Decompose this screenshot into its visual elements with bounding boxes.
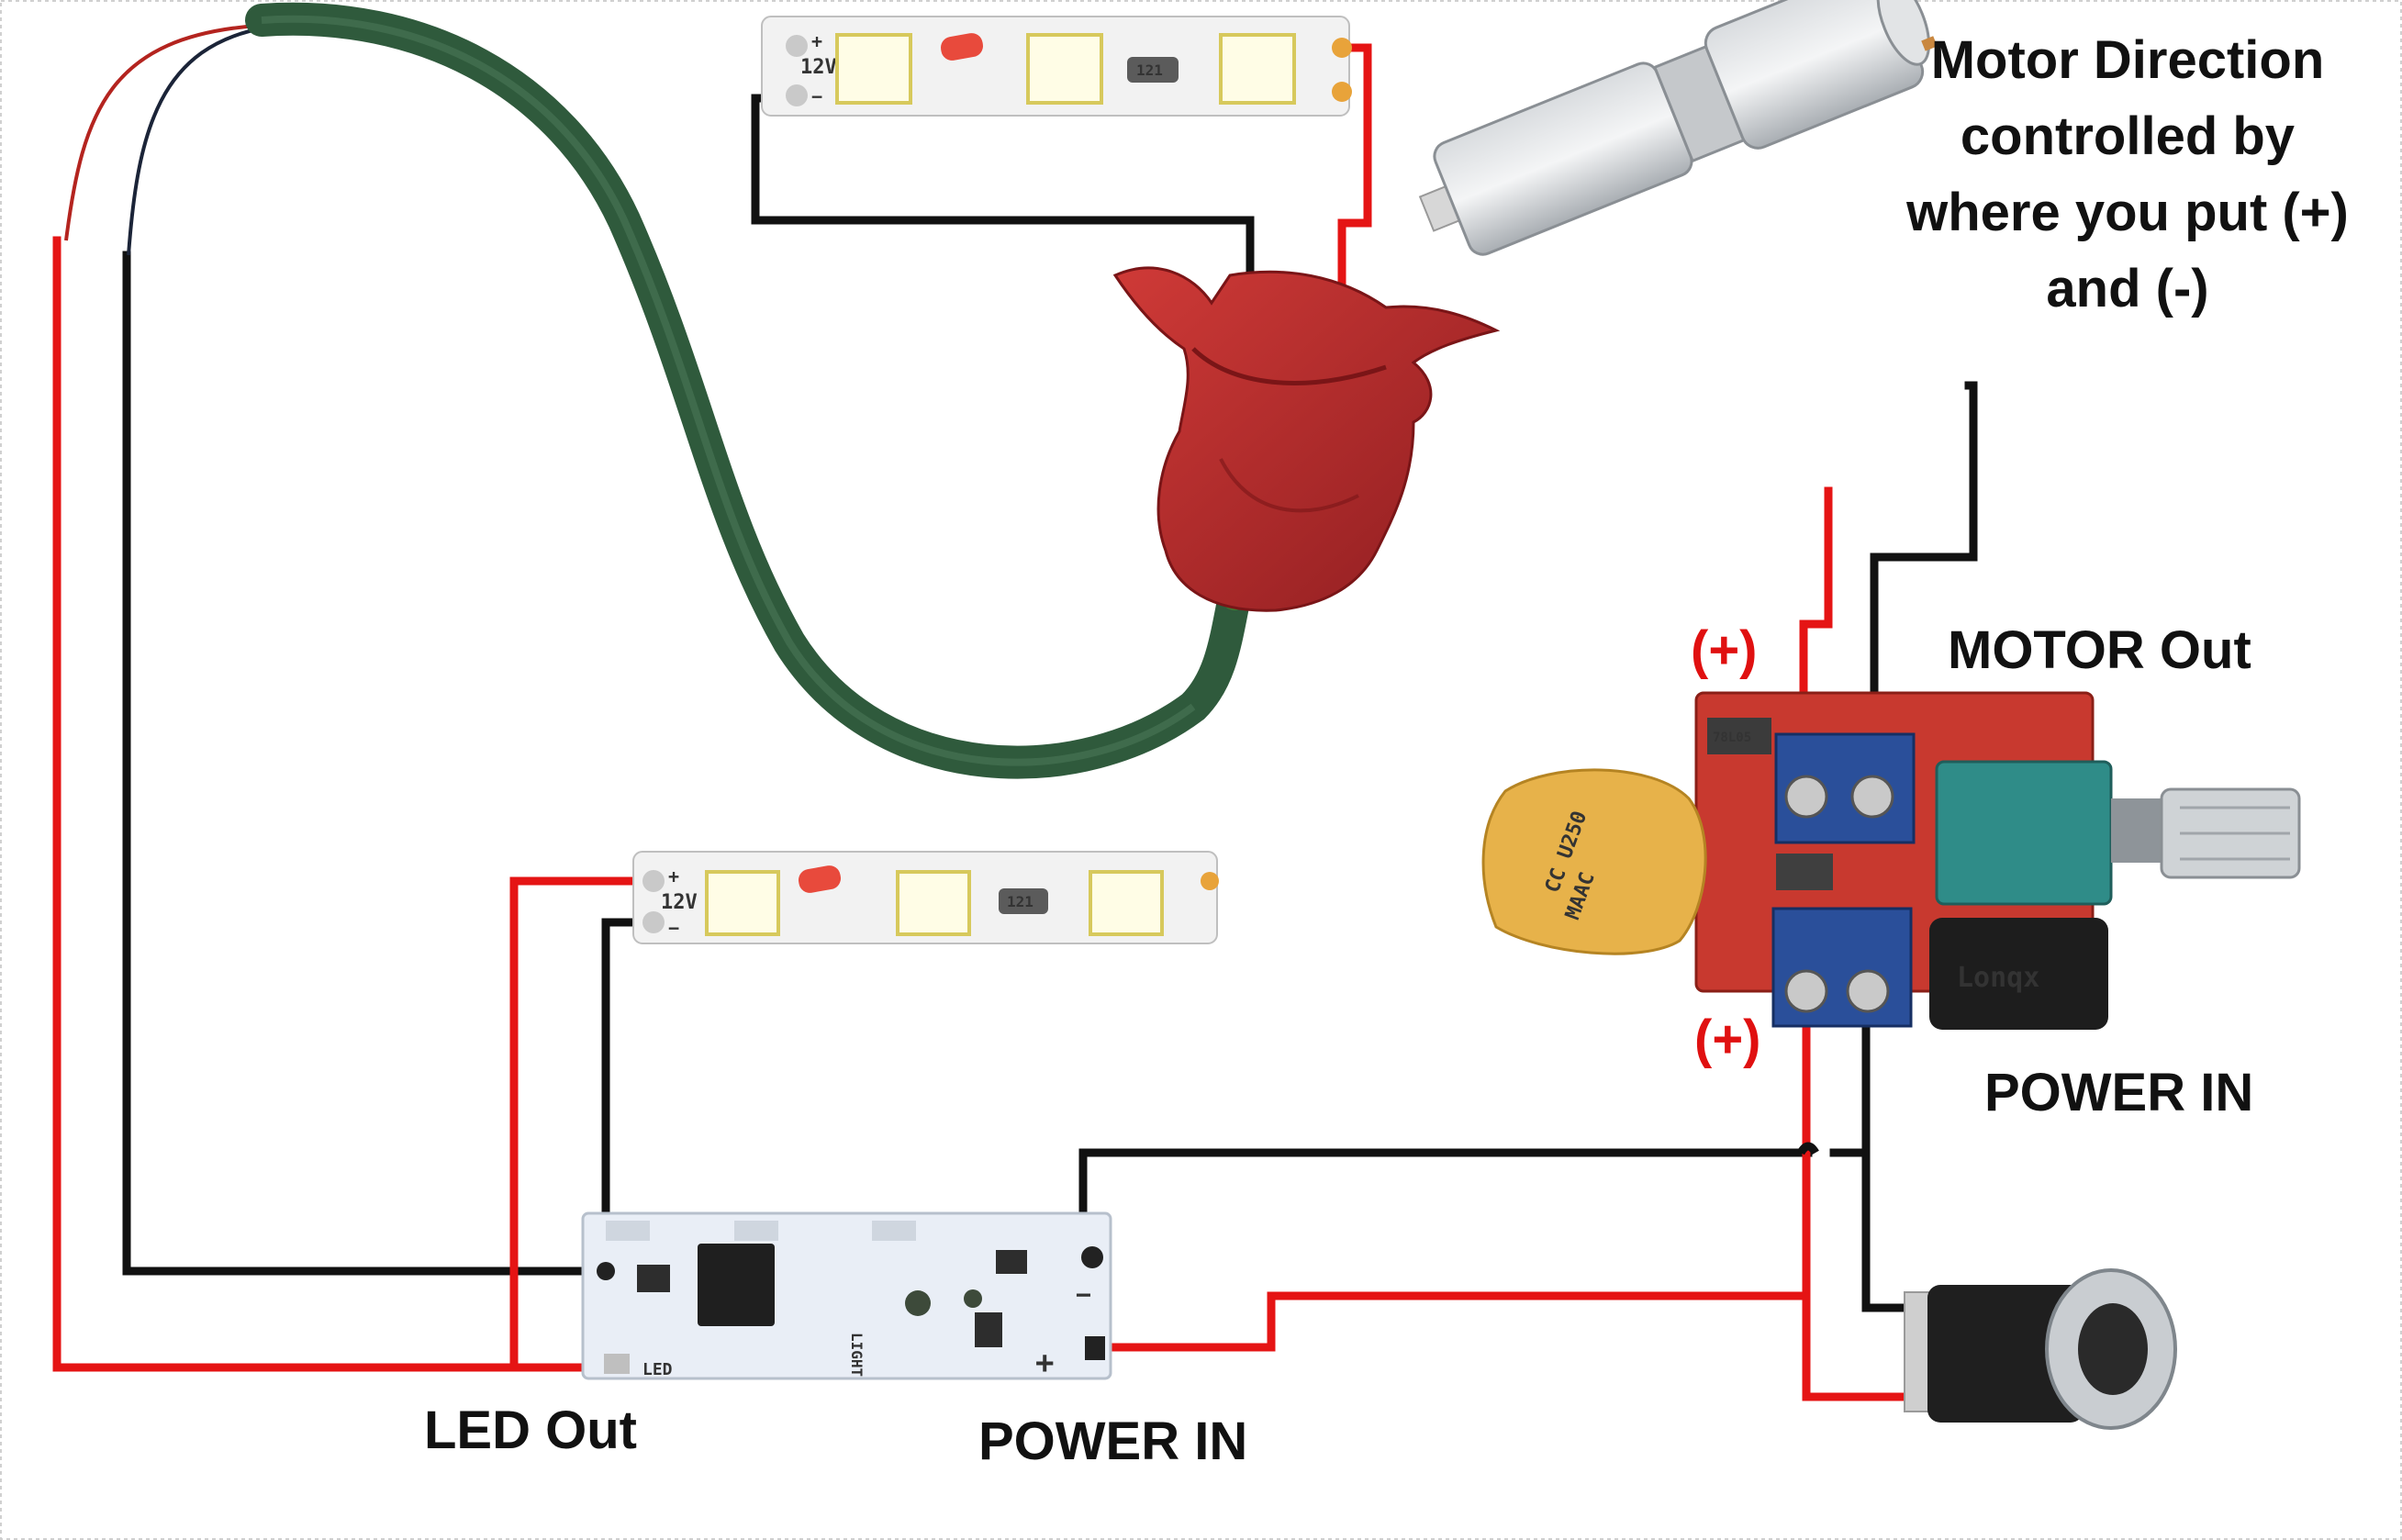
wire-black-top-strip (751, 94, 1255, 280)
wire-red-touch-power (1092, 1291, 1811, 1352)
strip-resistor-code-2: 121 (1007, 893, 1033, 910)
wire-black-motor (1870, 381, 1978, 794)
motor-direction-line-4: and (-) (2046, 259, 2208, 318)
wires (52, 43, 1978, 1401)
wire-red-led-rail (52, 236, 612, 1372)
motor-direction-line-3: where you put (+) (1905, 183, 2349, 242)
led-out-label: LED Out (424, 1401, 637, 1460)
wire-crossover (1797, 1142, 1819, 1155)
plus-label-motor-out: (+) (1691, 620, 1758, 680)
strip-minus-mark: − (811, 85, 822, 107)
capacitor (1929, 918, 2108, 1030)
strip-minus-mark-2: − (668, 917, 679, 939)
wire-red-top-strip (1335, 43, 1372, 298)
led-strip-top: + 12V − 121 (761, 16, 1352, 117)
led-strip-bottom: + 12V − 121 (632, 851, 1219, 944)
touch-board-minus-mark: − (1076, 1279, 1091, 1310)
regulator-mark: 78L05 (1713, 731, 1751, 745)
touch-board-light-mark: LIGHT (848, 1333, 866, 1377)
pwm-board-icon: CC U250 MAAC 78L05 Lonqx (1481, 691, 2301, 1030)
rose-icon (1112, 266, 1501, 612)
motor-direction-line-2: controlled by (1961, 106, 2295, 166)
touch-board-icon: − + LED LIGHT (581, 1211, 1112, 1381)
wire-black-touch-power (1078, 1148, 1813, 1271)
wire-black-pwm-power (1861, 979, 1909, 1312)
plus-label-power-in: (+) (1694, 1010, 1761, 1069)
wire-red-pwm-power (1802, 979, 1918, 1401)
wire-black-bottom-strip (601, 918, 647, 1276)
power-in-label-right: POWER IN (1984, 1063, 2253, 1122)
motor-out-label: MOTOR Out (1948, 620, 2251, 680)
power-in-label-bottom: POWER IN (978, 1412, 1247, 1471)
dc-jack-icon (1904, 1268, 2177, 1430)
strip-resistor-code: 121 (1136, 61, 1163, 79)
strip-voltage-mark: 12V (800, 56, 837, 79)
touch-board-chip (698, 1244, 775, 1326)
wire-red-bottom-strip (509, 876, 647, 1372)
motor-icon (1418, 0, 1938, 256)
strip-plus-mark-2: + (668, 865, 679, 887)
capacitor-mark: Lonqx (1957, 962, 2039, 994)
rose-stem (64, 2, 1262, 779)
motor-direction-line-1: Motor Direction (1931, 30, 2325, 90)
wire-black-led-rail (122, 251, 601, 1276)
touch-board-led-mark: LED (642, 1360, 673, 1379)
potentiometer-knob (1935, 760, 2113, 906)
touch-board-plus-mark: + (1035, 1345, 1054, 1381)
strip-plus-mark: + (811, 30, 822, 52)
strip-voltage-mark-2: 12V (661, 891, 698, 914)
power-in-terminal (1771, 907, 1913, 1028)
